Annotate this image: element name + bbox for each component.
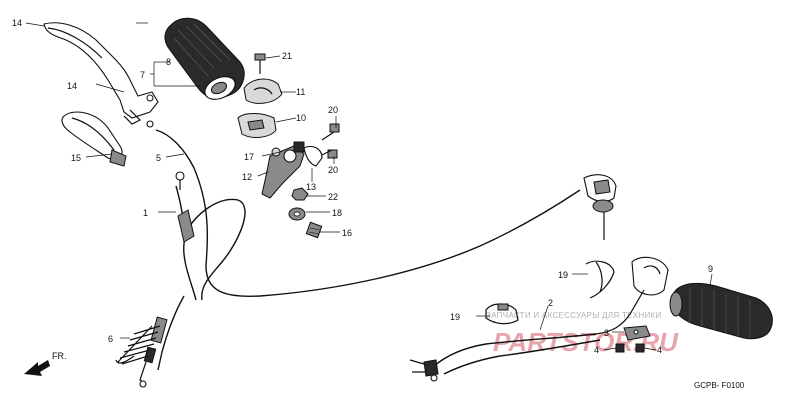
callout-6: 6 [108,334,113,344]
callout-17: 17 [244,152,254,162]
screw-21 [254,53,266,74]
callout-20-lower: 20 [328,165,338,175]
cable-band-19-left [485,303,519,325]
cable-band-19-right [585,260,615,299]
screw-4-right [635,343,645,353]
lever-clamp-upper [243,78,283,104]
callout-4-right: 4 [657,345,662,355]
callout-22: 22 [328,192,338,202]
lever-holder [261,141,323,199]
callout-11: 11 [296,87,305,97]
bolt-20-upper [321,123,340,141]
lever-bracket [237,113,277,138]
callout-7: 7 [140,70,145,80]
choke-cable [146,120,617,297]
bolt-20-lower [319,149,338,159]
callout-9: 9 [708,264,713,274]
callout-12: 12 [242,172,252,182]
watermark-text: ЗАПЧАСТИ И АКСЕССУАРЫ ДЛЯ ТЕХНИКИ [486,311,662,320]
callout-16: 16 [342,228,352,238]
nut-22 [291,187,309,201]
callout-5: 5 [156,153,161,163]
callout-1: 1 [143,208,148,218]
callout-3: 3 [604,328,609,338]
callout-20-upper: 20 [328,105,338,115]
right-grip [669,282,773,340]
callout-14: 14 [67,81,77,91]
figure-code: GCPB- F0100 [694,381,745,390]
hand-guard [61,111,127,167]
leader-lines [25,22,713,351]
callout-4-left: 4 [594,345,599,355]
left-grip [164,17,245,100]
callout-19-right: 19 [558,270,568,280]
throttle-cable [409,333,601,382]
adjuster-16 [305,221,323,239]
callout-labels: 14 14 15 7 8 5 1 6 21 11 10 17 12 13 22 … [12,18,713,355]
callout-19-left: 19 [450,312,460,322]
front-label: FR. [52,351,67,361]
callout-8: 8 [166,57,171,67]
clutch-cable [139,171,246,388]
callout-18: 18 [332,208,342,218]
callout-2: 2 [548,298,553,308]
callout-15: 15 [71,153,81,163]
callout-21: 21 [282,51,292,61]
screw-4-left [615,343,625,353]
clutch-lever [43,22,159,125]
callout-10: 10 [296,113,306,123]
return-spring [115,325,161,365]
switch-body-3 [623,325,651,341]
callout-14-top: 14 [12,18,22,28]
callout-13: 13 [306,182,316,192]
front-direction-arrow [24,360,50,376]
washer-18 [288,207,306,221]
throttle-housing [595,256,669,335]
